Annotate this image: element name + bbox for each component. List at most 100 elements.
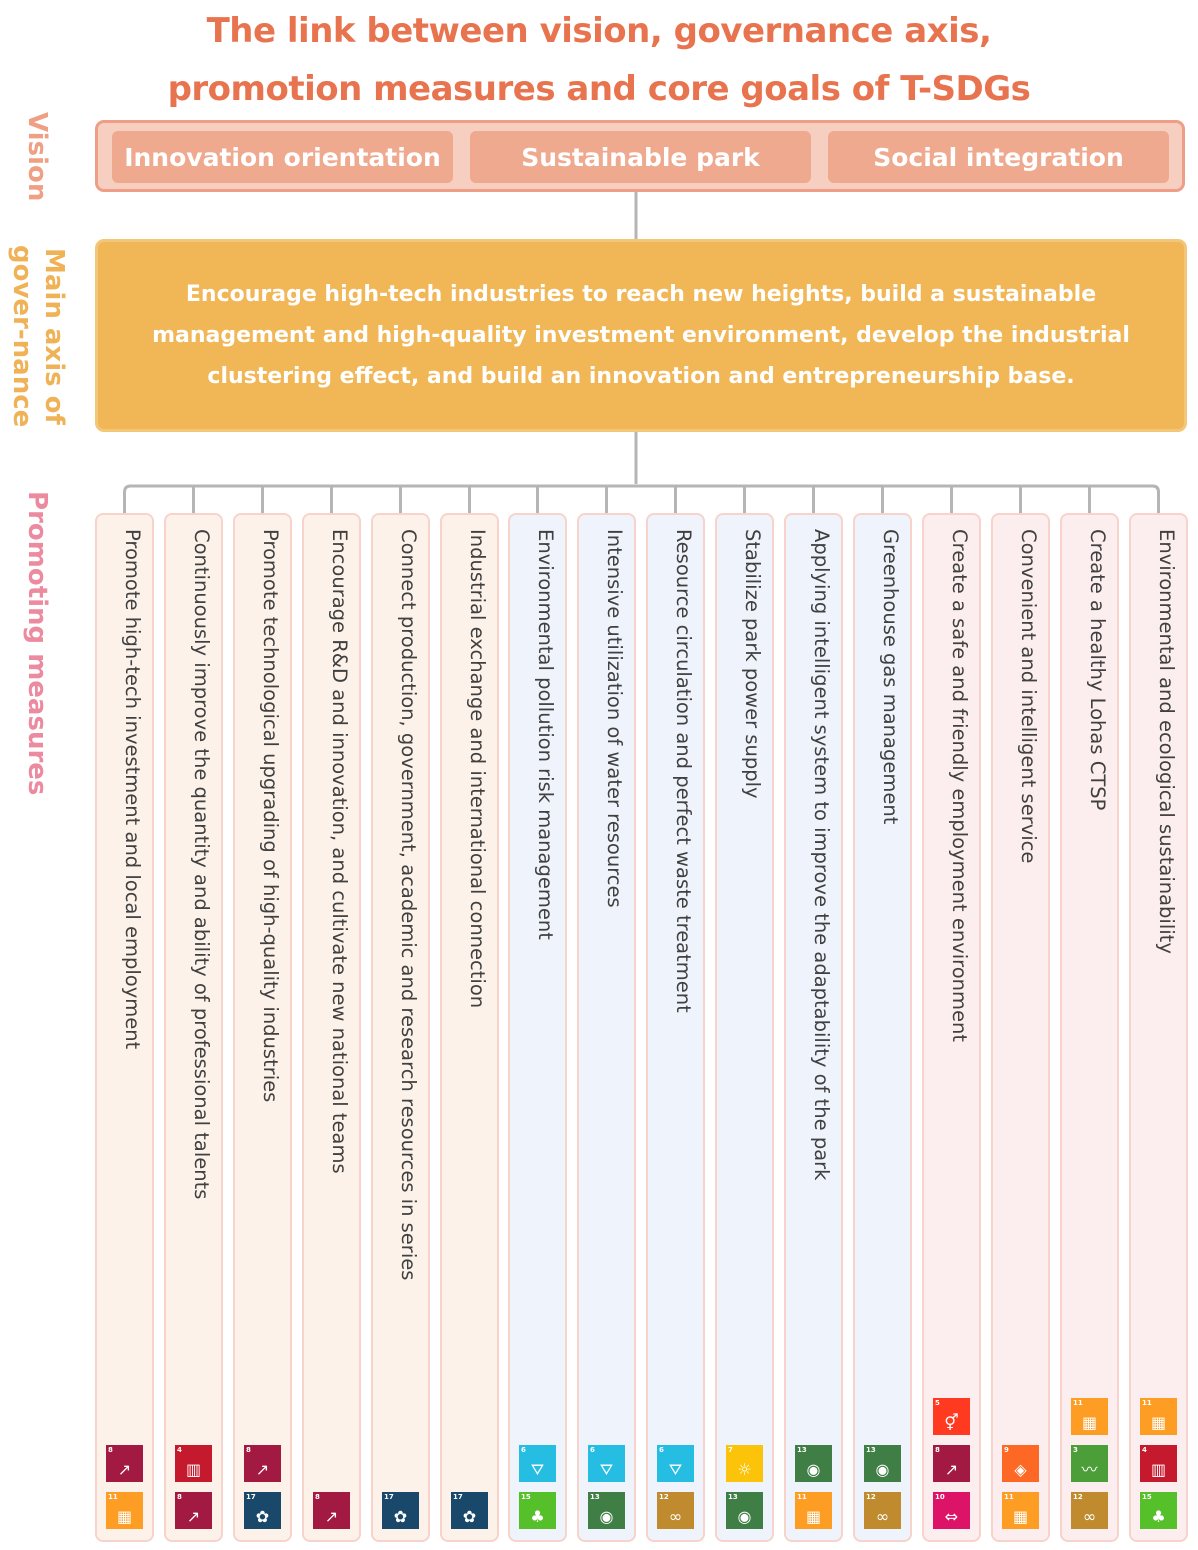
sdg-4-book-icon: 4▥ (175, 1445, 212, 1482)
sdg-number: 8 (246, 1446, 251, 1454)
measure-text: Connect production, government, academic… (397, 529, 420, 1281)
sdg-12-infinity-icon: 12∞ (1071, 1492, 1108, 1529)
measure-text: Applying intelligent system to improve t… (810, 529, 833, 1181)
measure-text: Create a healthy Lohas CTSP (1086, 529, 1109, 811)
city-icon: ▦ (1012, 1507, 1029, 1526)
eye-globe-icon: ◉ (737, 1507, 752, 1526)
sdg-11-city-icon: 11▦ (795, 1492, 832, 1529)
measure-column-intensive-utilization-of-water-resources: Intensive utilization of water resources (577, 513, 636, 1542)
measure-column-applying-intelligent-system-to-improve-t: Applying intelligent system to improve t… (784, 513, 843, 1542)
sdg-number: 8 (935, 1446, 940, 1454)
sdg-3-heartbeat-icon: 3〰 (1071, 1445, 1108, 1482)
sdg-17-partnership-icon: 17✿ (382, 1492, 419, 1529)
book-icon: ▥ (1150, 1460, 1167, 1479)
measure-text: Environmental and ecological sustainabil… (1155, 529, 1178, 954)
title-line-2: promotion measures and core goals of T-S… (167, 69, 1031, 109)
tree-icon: ♣ (530, 1507, 545, 1526)
sdg-number: 4 (1142, 1446, 1147, 1454)
sdg-8-growth-chart-icon: 8↗ (106, 1445, 143, 1482)
sdg-12-infinity-icon: 12∞ (657, 1492, 694, 1529)
governance-axis-box: Encourage high-tech industries to reach … (95, 239, 1187, 432)
sdg-number: 3 (1073, 1446, 1078, 1454)
sdg-8-growth-chart-icon: 8↗ (313, 1492, 350, 1529)
city-icon: ▦ (116, 1507, 133, 1526)
sdg-15-tree-icon: 15 ♣ (519, 1492, 556, 1529)
vision-social-integration: Social integration (828, 131, 1169, 183)
sdg-8-growth-chart-icon: 8↗ (175, 1492, 212, 1529)
measure-column-resource-circulation-and-perfect-waste-t: Resource circulation and perfect waste t… (646, 513, 705, 1542)
sdg-number: 8 (108, 1446, 113, 1454)
sdg-number: 17 (453, 1493, 463, 1501)
sdg-number: 13 (797, 1446, 807, 1454)
sdg-13-eye-globe-icon: 13◉ (864, 1445, 901, 1482)
eye-globe-icon: ◉ (599, 1507, 614, 1526)
measure-text: Industrial exchange and international co… (466, 529, 489, 1009)
sdg-number: 8 (177, 1493, 182, 1501)
sdg-number: 7 (728, 1446, 733, 1454)
growth-chart-icon: ↗ (186, 1507, 201, 1526)
sdg-number: 11 (108, 1493, 118, 1501)
measure-column-stabilize-park-power-supply: Stabilize park power supply (715, 513, 774, 1542)
measure-text: Stabilize park power supply (741, 529, 764, 799)
sdg-number: 12 (659, 1493, 669, 1501)
measure-column-convenient-and-intelligent-service: Convenient and intelligent service (991, 513, 1050, 1542)
measure-column-environmental-pollution-risk-management: Environmental pollution risk management (508, 513, 567, 1542)
measure-column-environmental-and-ecological-sustainabil: Environmental and ecological sustainabil… (1129, 513, 1188, 1542)
sdg-number: 8 (315, 1493, 320, 1501)
sdg-13-eye-globe-icon: 13 ◉ (726, 1492, 763, 1529)
sdg-6-water-icon: 6⛛ (519, 1445, 556, 1482)
measure-column-create-a-healthy-lohas-ctsp: Create a healthy Lohas CTSP (1060, 513, 1119, 1542)
governance-axis-label: Main axis of gover-nance (7, 245, 69, 428)
sdg-8-growth-chart-icon: 8↗ (933, 1445, 970, 1482)
diagram-title: The link between vision, governance axis… (0, 2, 1198, 118)
measure-column-continuously-improve-the-quantity-and-ab: Continuously improve the quantity and ab… (164, 513, 223, 1542)
sdg-17-partnership-icon: 17 ✿ (451, 1492, 488, 1529)
growth-chart-icon: ↗ (324, 1507, 339, 1526)
infinity-icon: ∞ (875, 1507, 890, 1526)
sdg-11-city-icon: 11▦ (1071, 1398, 1108, 1435)
sdg-13-eye-globe-icon: 13 ◉ (588, 1492, 625, 1529)
sdg-15-tree-icon: 15♣ (1140, 1492, 1177, 1529)
growth-chart-icon: ↗ (255, 1460, 270, 1479)
sdg-10-equality-icon: 10⇔ (933, 1492, 970, 1529)
water-icon: ⛛ (668, 1460, 683, 1479)
measure-text: Create a safe and friendly employment en… (948, 529, 971, 1043)
sdg-number: 15 (521, 1493, 531, 1501)
city-icon: ▦ (1150, 1413, 1167, 1432)
vision-label: Vision (22, 111, 52, 202)
sdg-17-partnership-icon: 17✿ (244, 1492, 281, 1529)
sdg-number: 17 (384, 1493, 394, 1501)
sdg-number: 11 (1073, 1399, 1083, 1407)
sdg-number: 11 (1004, 1493, 1014, 1501)
measure-column-industrial-exchange-and-international-co: Industrial exchange and international co… (440, 513, 499, 1542)
sdg-number: 13 (728, 1493, 738, 1501)
sdg-number: 13 (590, 1493, 600, 1501)
vision-sustainable-park: Sustainable park (470, 131, 811, 183)
sdg-6-water-icon: 6⛛ (588, 1445, 625, 1482)
measure-column-connect-production-government-academic-a: Connect production, government, academic… (371, 513, 430, 1542)
sdg-11-city-icon: 11 ▦ (106, 1492, 143, 1529)
sdg-12-infinity-icon: 12∞ (864, 1492, 901, 1529)
sdg-number: 11 (797, 1493, 807, 1501)
branch-bar (123, 484, 1160, 513)
sdg-4-book-icon: 4▥ (1140, 1445, 1177, 1482)
measure-text: Intensive utilization of water resources (603, 529, 626, 908)
sdg-8-growth-chart-icon: 8↗ (244, 1445, 281, 1482)
partnership-icon: ✿ (462, 1507, 477, 1526)
sdg-number: 10 (935, 1493, 945, 1501)
sdg-number: 6 (590, 1446, 595, 1454)
measure-text: Promote high-tech investment and local e… (121, 529, 144, 1050)
growth-chart-icon: ↗ (944, 1460, 959, 1479)
water-icon: ⛛ (530, 1460, 545, 1479)
measure-text: Promote technological upgrading of high-… (259, 529, 282, 1103)
tree-icon: ♣ (1151, 1507, 1166, 1526)
sdg-number: 11 (1142, 1399, 1152, 1407)
title-line-1: The link between vision, governance axis… (206, 11, 992, 51)
sdg-number: 4 (177, 1446, 182, 1454)
sdg-7-sun-icon: 7☼ (726, 1445, 763, 1482)
sdg-number: 5 (935, 1399, 940, 1407)
cubes-icon: ◈ (1014, 1460, 1027, 1479)
measure-text: Convenient and intelligent service (1017, 529, 1040, 864)
sdg-number: 12 (1073, 1493, 1083, 1501)
